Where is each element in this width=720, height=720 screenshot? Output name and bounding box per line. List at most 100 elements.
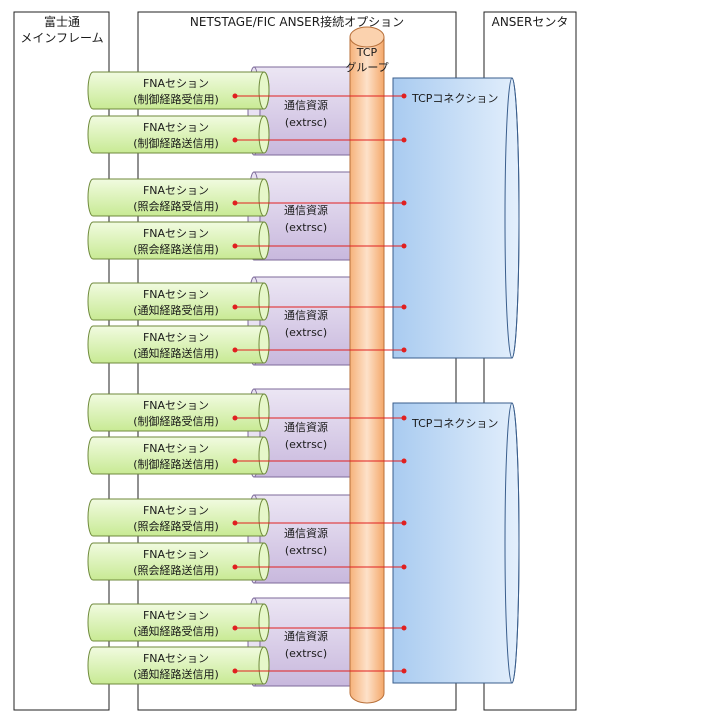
fna-session-label-line1: FNAセション [143, 227, 209, 240]
fna-session-cylinder: FNAセション (通知経路受信用) [87, 282, 270, 321]
mainframe-header-line1: 富士通 [44, 14, 80, 29]
link-dot-end [401, 458, 407, 464]
session-link [232, 304, 407, 310]
link-dot-start [232, 200, 238, 206]
tcp-connection-label: TCPコネクション [411, 92, 498, 105]
link-dot-end [401, 243, 407, 249]
tcp-connection-label: TCPコネクション [411, 417, 498, 430]
link-dot-start [232, 520, 238, 526]
anser-option-header: NETSTAGE/FIC ANSER接続オプション [190, 14, 404, 29]
resource-label-line1: 通信資源 [284, 526, 328, 540]
fna-session-label-line2: (制御経路送信用) [133, 457, 219, 471]
resource-label-line2: (extrsc) [285, 116, 327, 129]
session-link [232, 415, 407, 421]
connection-group: TCPコネクション TCPコネクション [392, 77, 520, 684]
resource-label-line2: (extrsc) [285, 221, 327, 234]
fna-session-cylinder: FNAセション (制御経路受信用) [87, 71, 270, 110]
fna-session-label-line1: FNAセション [143, 77, 209, 90]
tcp-group: TCP グループ [345, 26, 389, 704]
link-dot-end [401, 520, 407, 526]
link-dot-end [401, 564, 407, 570]
link-group [232, 93, 407, 674]
fna-session-label-line1: FNAセション [143, 548, 209, 561]
fna-session-label-line1: FNAセション [143, 609, 209, 622]
link-dot-start [232, 415, 238, 421]
fna-session-label-line2: (制御経路受信用) [133, 92, 219, 106]
fna-session-label-line2: (照会経路受信用) [133, 520, 219, 533]
fna-session-cylinder: FNAセション (通知経路送信用) [87, 325, 270, 364]
fna-session-label-line1: FNAセション [143, 331, 209, 344]
session-link [232, 625, 407, 631]
session-link [232, 668, 407, 674]
fna-session-label-line2: (照会経路送信用) [133, 563, 219, 577]
anser-center-header: ANSERセンタ [492, 15, 569, 29]
link-dot-end [401, 347, 407, 353]
session-link [232, 564, 407, 570]
fna-session-label-line2: (通知経路受信用) [133, 624, 219, 638]
fna-session-label-line2: (通知経路送信用) [133, 346, 219, 360]
fna-session-label-line1: FNAセション [143, 121, 209, 134]
tcp-connection-cylinder: TCPコネクション [392, 402, 520, 684]
resource-label-line1: 通信資源 [284, 98, 328, 112]
resource-group: 通信資源(extrsc)通信資源(extrsc)通信資源(extrsc)通信資源… [247, 66, 351, 687]
session-link [232, 347, 407, 353]
fna-session-label-line1: FNAセション [143, 399, 209, 412]
fna-session-cylinder: FNAセション (制御経路送信用) [87, 115, 270, 154]
fna-session-cylinder: FNAセション (照会経路受信用) [87, 498, 270, 537]
resource-label-line1: 通信資源 [284, 629, 328, 643]
session-link [232, 93, 407, 99]
session-link [232, 243, 407, 249]
session-link [232, 520, 407, 526]
resource-label-line2: (extrsc) [285, 326, 327, 339]
session-link [232, 200, 407, 206]
fna-session-cylinder: FNAセション (照会経路送信用) [87, 221, 270, 260]
tcp-connection-cylinder: TCPコネクション [392, 77, 520, 359]
fna-session-cylinder: FNAセション (通知経路送信用) [87, 646, 270, 685]
fna-session-label-line1: FNAセション [143, 442, 209, 455]
link-dot-start [232, 243, 238, 249]
resource-cylinder: 通信資源 (extrsc) [247, 494, 351, 584]
fna-session-label-line1: FNAセション [143, 288, 209, 301]
link-dot-end [401, 137, 407, 143]
resource-cylinder: 通信資源 (extrsc) [247, 66, 351, 156]
link-dot-start [232, 625, 238, 631]
resource-label-line2: (extrsc) [285, 438, 327, 451]
fna-session-cylinder: FNAセション(制御経路受信用) [87, 393, 270, 432]
resource-label-line1: 通信資源 [284, 308, 328, 322]
fna-session-label-line2: (制御経路送信用) [133, 136, 219, 150]
fna-session-label-line2: (通知経路送信用) [133, 667, 219, 681]
fna-session-cylinder: FNAセション (制御経路送信用) [87, 436, 270, 475]
link-dot-start [232, 564, 238, 570]
fna-session-label-line1: FNAセション [143, 652, 209, 665]
link-dot-end [401, 200, 407, 206]
resource-label-line2: (extrsc) [285, 647, 327, 660]
link-dot-start [232, 93, 238, 99]
anser-center-column [483, 11, 577, 711]
session-group: FNAセション(制御経路受信用)FNAセション(制御経路送信用)FNAセション(… [87, 71, 270, 685]
fna-session-label-line2: (通知経路受信用) [133, 303, 219, 317]
fna-session-label-line2: (照会経路送信用) [133, 242, 219, 256]
link-dot-start [232, 668, 238, 674]
link-dot-end [401, 668, 407, 674]
link-dot-end [401, 625, 407, 631]
fna-session-label-line1: FNAセション [143, 504, 209, 517]
session-link [232, 458, 407, 464]
link-dot-start [232, 347, 238, 353]
link-dot-start [232, 304, 238, 310]
fna-session-cylinder: FNAセション (照会経路受信用) [87, 178, 270, 217]
tcp-group-label-line1: TCP [356, 46, 378, 59]
fna-session-cylinder: FNAセション (通知経路受信用) [87, 603, 270, 642]
link-dot-start [232, 137, 238, 143]
resource-label-line1: 通信資源 [284, 420, 328, 434]
mainframe-header-line2: メインフレーム [20, 31, 103, 45]
session-link [232, 137, 407, 143]
link-dot-end [401, 415, 407, 421]
fna-session-cylinder: FNAセション (照会経路送信用) [87, 542, 270, 581]
resource-label-line1: 通信資源 [284, 203, 328, 217]
fna-session-label-line1: FNAセション [143, 184, 209, 197]
fna-session-label-line2: (照会経路受信用) [133, 200, 219, 213]
tcp-group-label-line2: グループ [345, 60, 388, 74]
link-dot-end [401, 304, 407, 310]
resource-label-line2: (extrsc) [285, 544, 327, 557]
